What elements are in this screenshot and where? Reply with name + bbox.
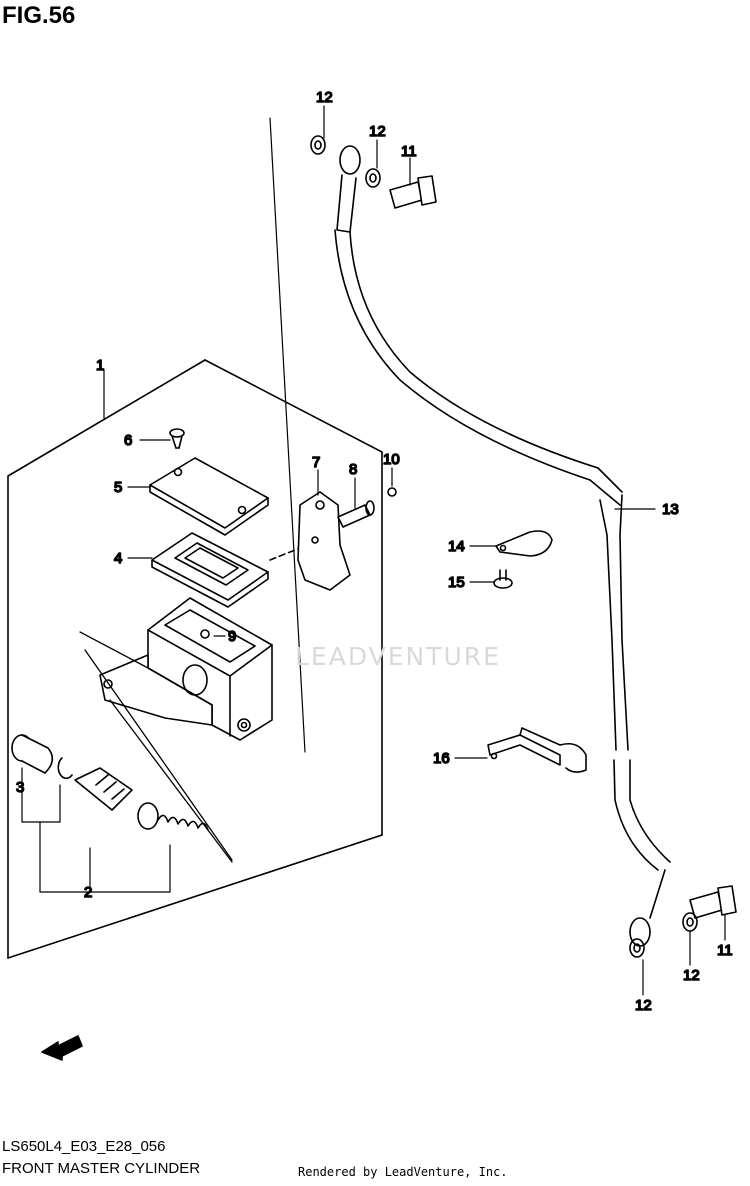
callout-7: 7: [312, 454, 320, 471]
union-bolt-top: [389, 175, 437, 209]
callout-11-top: 11: [401, 143, 417, 160]
gasket-bottom-left: [629, 938, 645, 958]
model-code: LS650L4_E03_E28_056: [2, 1138, 166, 1155]
clamp-bolt: [493, 569, 513, 589]
leader-dashed: [269, 117, 306, 753]
callout-9: 9: [228, 628, 236, 645]
callout-2: 2: [84, 884, 92, 901]
callout-6: 6: [124, 432, 132, 449]
callout-14: 14: [448, 538, 465, 555]
callout-16: 16: [433, 750, 450, 767]
callout-5: 5: [114, 479, 122, 496]
callout-11-bottom: 11: [717, 942, 733, 959]
piston: [74, 767, 133, 811]
rendered-by: Rendered by LeadVenture, Inc.: [298, 1165, 508, 1179]
gasket-top-left: [310, 135, 326, 155]
watermark: LEADVENTURE: [295, 642, 501, 671]
assembly-outline: [7, 359, 383, 959]
callout-12-top-right: 12: [369, 123, 386, 140]
diagram-name: FRONT MASTER CYLINDER: [2, 1160, 201, 1177]
callout-12-bottom-left: 12: [635, 997, 652, 1014]
callout-labels: 1 2 3 4 5 6 7 8 9 10 11 12 12 13 14 15 1…: [15, 88, 733, 1015]
callout-13: 13: [662, 501, 679, 518]
gasket-bottom-right: [682, 912, 698, 932]
callout-10: 10: [383, 451, 400, 468]
clamp: [495, 530, 553, 557]
spring: [137, 802, 209, 831]
holder-bolt: [337, 500, 375, 528]
callout-leaders: [21, 105, 726, 996]
circlip: [57, 757, 73, 780]
fwd-badge: FWD: [41, 1035, 83, 1061]
diaphragm: [151, 532, 301, 608]
boot: [11, 734, 54, 774]
hose-bracket: [487, 727, 587, 773]
callout-1: 1: [96, 357, 104, 374]
brake-hose: [334, 145, 671, 947]
master-cylinder-body: [79, 597, 273, 863]
callout-12-bottom-right: 12: [683, 967, 700, 984]
holder: [297, 491, 351, 591]
union-bolt-bottom: [689, 885, 737, 919]
callout-4: 4: [114, 550, 122, 567]
nut: [387, 487, 397, 497]
reservoir-cap: [149, 457, 269, 536]
gasket-top-right: [365, 168, 381, 188]
cap-screw: [169, 428, 185, 449]
figure-label: FIG.56: [2, 2, 76, 29]
callout-8: 8: [349, 461, 357, 478]
callout-12-top-left: 12: [316, 89, 333, 106]
callout-15: 15: [448, 574, 465, 591]
callout-3: 3: [16, 779, 24, 796]
